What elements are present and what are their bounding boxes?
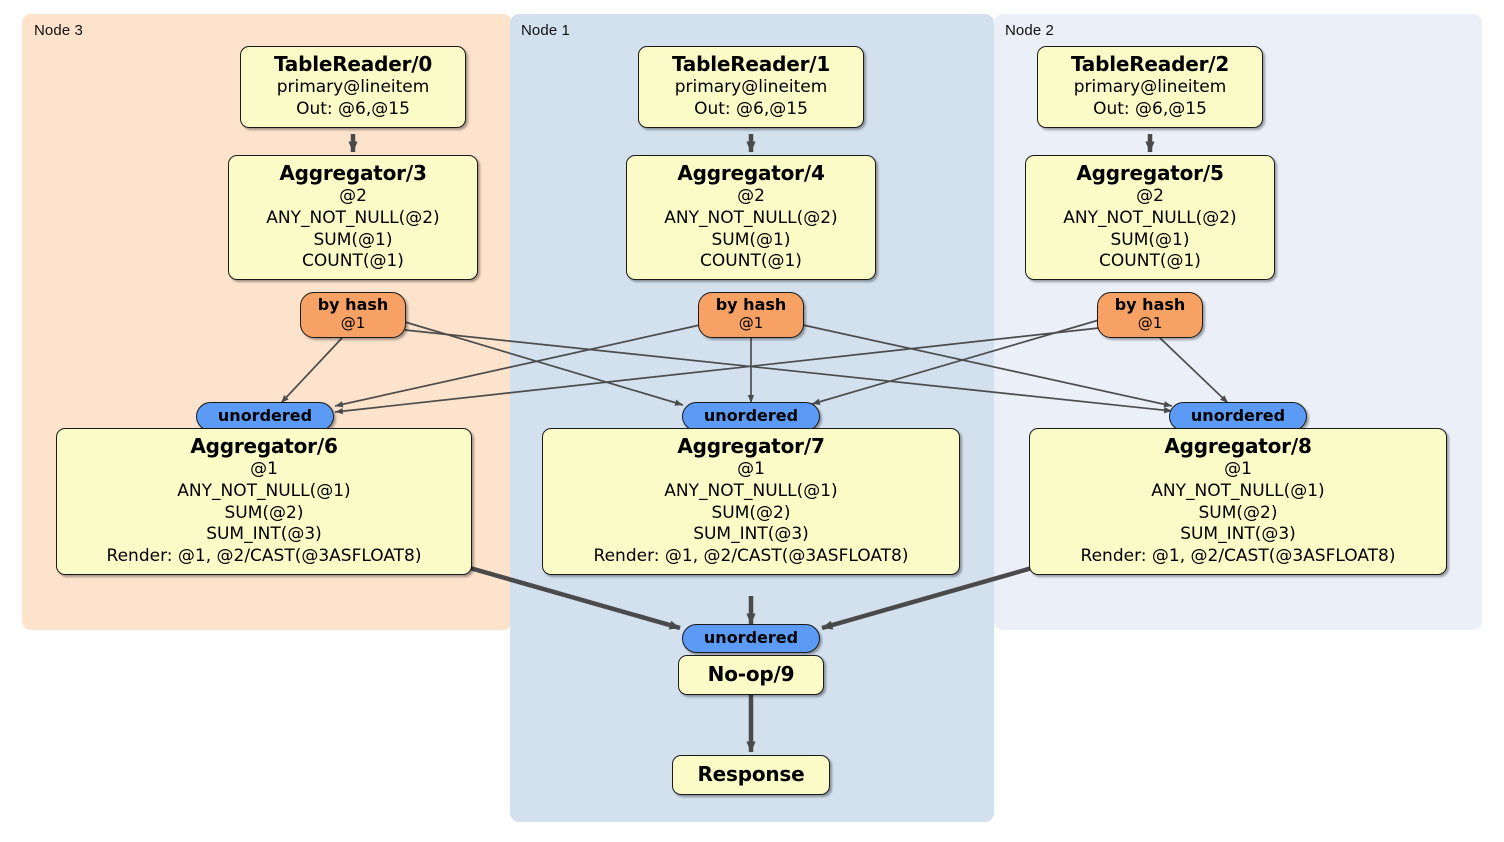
processor-line: Render: @1, @2/CAST(@3ASFLOAT8)	[106, 546, 422, 566]
synchronizer-unordered-final[interactable]: unordered	[682, 624, 820, 653]
processor-title: Aggregator/8	[1164, 434, 1312, 458]
processor-aggregator-8[interactable]: Aggregator/8 @1 ANY_NOT_NULL(@1) SUM(@2)…	[1029, 428, 1447, 575]
synchronizer-unordered-right[interactable]: unordered	[1169, 402, 1307, 431]
router-by-hash-center[interactable]: by hash @1	[698, 292, 804, 338]
processor-line: Render: @1, @2/CAST(@3ASFLOAT8)	[1080, 546, 1396, 566]
processor-line: SUM(@2)	[711, 502, 791, 523]
router-label: by hash	[715, 295, 787, 314]
processor-line: ANY_NOT_NULL(@2)	[664, 207, 838, 228]
processor-tablereader-0[interactable]: TableReader/0 primary@lineitem Out: @6,@…	[240, 46, 466, 128]
processor-line: SUM(@2)	[224, 502, 304, 523]
synchronizer-label: unordered	[217, 406, 313, 425]
processor-line: Out: @6,@15	[1093, 98, 1207, 119]
region-label-node-3: Node 3	[34, 22, 83, 39]
processor-title: Aggregator/6	[190, 434, 338, 458]
processor-title: Response	[697, 762, 805, 786]
processor-line: SUM(@1)	[313, 229, 393, 250]
processor-line: Render: @1, @2/CAST(@3ASFLOAT8)	[593, 546, 909, 566]
router-sublabel: @1	[738, 313, 764, 332]
router-label: by hash	[317, 295, 389, 314]
processor-line: @1	[250, 459, 278, 479]
processor-line: @2	[1136, 186, 1164, 206]
processor-title: No-op/9	[707, 662, 795, 686]
processor-line: @1	[737, 459, 765, 479]
processor-line: SUM(@1)	[711, 229, 791, 250]
region-label-node-1: Node 1	[521, 22, 570, 39]
processor-title: TableReader/1	[671, 52, 831, 76]
router-label: by hash	[1114, 295, 1186, 314]
processor-noop-9[interactable]: No-op/9	[678, 655, 824, 695]
processor-line: primary@lineitem	[674, 77, 828, 97]
processor-title: Aggregator/4	[677, 161, 825, 185]
synchronizer-unordered-left[interactable]: unordered	[196, 402, 334, 431]
processor-aggregator-7[interactable]: Aggregator/7 @1 ANY_NOT_NULL(@1) SUM(@2)…	[542, 428, 960, 575]
processor-line: SUM(@2)	[1198, 502, 1278, 523]
processor-line: @1	[1224, 459, 1252, 479]
processor-aggregator-6[interactable]: Aggregator/6 @1 ANY_NOT_NULL(@1) SUM(@2)…	[56, 428, 472, 575]
processor-line: ANY_NOT_NULL(@1)	[664, 480, 838, 501]
processor-line: SUM_INT(@3)	[1180, 524, 1296, 545]
processor-aggregator-3[interactable]: Aggregator/3 @2 ANY_NOT_NULL(@2) SUM(@1)…	[228, 155, 478, 280]
router-sublabel: @1	[1137, 313, 1163, 332]
processor-line: SUM_INT(@3)	[693, 524, 809, 545]
region-label-node-2: Node 2	[1005, 22, 1054, 39]
synchronizer-label: unordered	[703, 406, 799, 425]
processor-line: SUM_INT(@3)	[206, 524, 322, 545]
router-by-hash-right[interactable]: by hash @1	[1097, 292, 1203, 338]
processor-tablereader-1[interactable]: TableReader/1 primary@lineitem Out: @6,@…	[638, 46, 864, 128]
processor-line: @2	[737, 186, 765, 206]
router-sublabel: @1	[340, 313, 366, 332]
processor-line: primary@lineitem	[276, 77, 430, 97]
processor-title: Aggregator/3	[279, 161, 427, 185]
processor-line: COUNT(@1)	[302, 251, 404, 272]
synchronizer-label: unordered	[1190, 406, 1286, 425]
processor-title: Aggregator/7	[677, 434, 825, 458]
processor-line: SUM(@1)	[1110, 229, 1190, 250]
router-by-hash-left[interactable]: by hash @1	[300, 292, 406, 338]
processor-line: ANY_NOT_NULL(@2)	[266, 207, 440, 228]
processor-line: Out: @6,@15	[296, 98, 410, 119]
processor-line: Out: @6,@15	[694, 98, 808, 119]
processor-line: primary@lineitem	[1073, 77, 1227, 97]
synchronizer-label: unordered	[703, 628, 799, 647]
processor-line: @2	[339, 186, 367, 206]
processor-response[interactable]: Response	[672, 755, 830, 795]
processor-title: TableReader/0	[273, 52, 433, 76]
processor-tablereader-2[interactable]: TableReader/2 primary@lineitem Out: @6,@…	[1037, 46, 1263, 128]
synchronizer-unordered-center[interactable]: unordered	[682, 402, 820, 431]
processor-line: COUNT(@1)	[700, 251, 802, 272]
processor-title: TableReader/2	[1070, 52, 1230, 76]
processor-line: COUNT(@1)	[1099, 251, 1201, 272]
processor-line: ANY_NOT_NULL(@1)	[1151, 480, 1325, 501]
processor-aggregator-5[interactable]: Aggregator/5 @2 ANY_NOT_NULL(@2) SUM(@1)…	[1025, 155, 1275, 280]
processor-line: ANY_NOT_NULL(@1)	[177, 480, 351, 501]
processor-aggregator-4[interactable]: Aggregator/4 @2 ANY_NOT_NULL(@2) SUM(@1)…	[626, 155, 876, 280]
processor-title: Aggregator/5	[1076, 161, 1224, 185]
processor-line: ANY_NOT_NULL(@2)	[1063, 207, 1237, 228]
